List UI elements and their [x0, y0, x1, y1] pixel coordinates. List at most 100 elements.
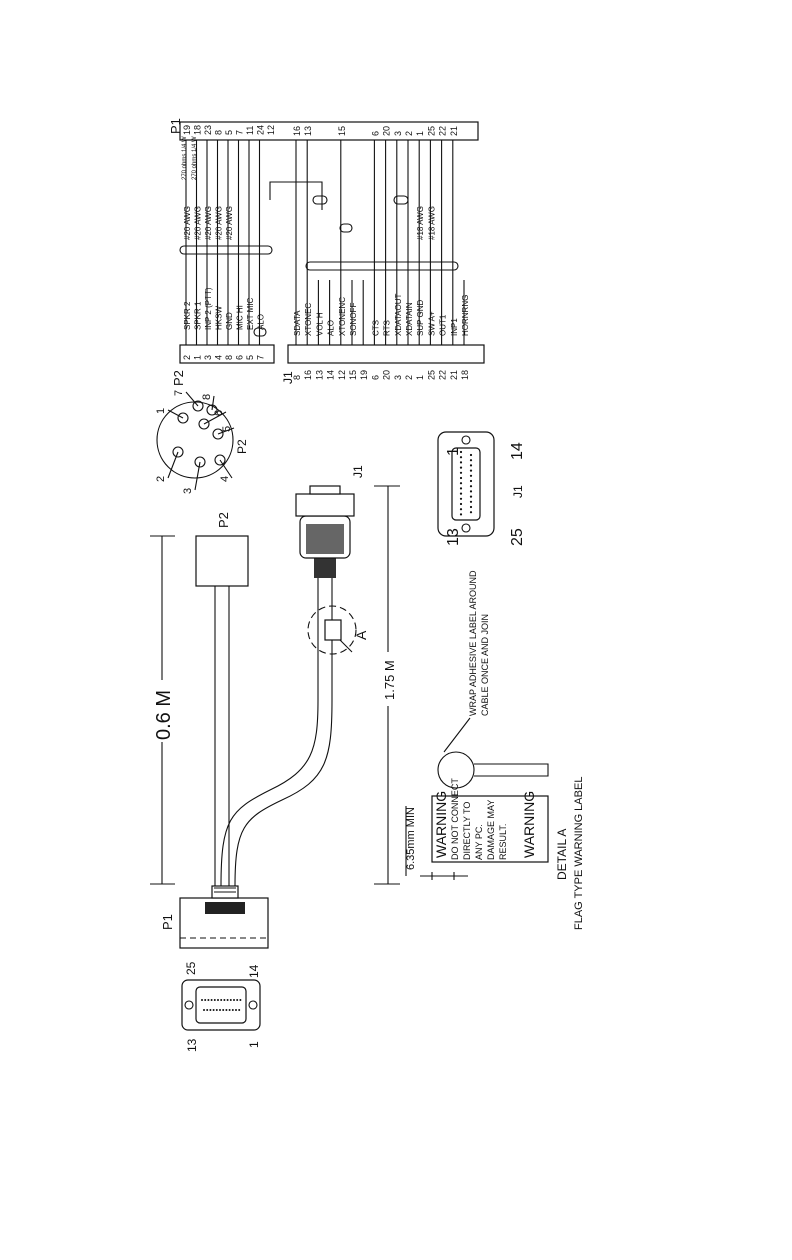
p1-face-view: 25 14 13 1 — [181, 961, 261, 1052]
j1-row-pin: 13 — [314, 370, 324, 380]
pin-dot — [229, 999, 232, 1001]
j1-row-pin: 22 — [438, 370, 448, 380]
j1-pin-1: 1 — [445, 447, 462, 456]
din-pin — [212, 428, 224, 440]
label-min-dim: 6.35mm MIN — [405, 807, 417, 870]
detail-marker: A — [353, 630, 369, 640]
length-long: 1.75 M — [382, 660, 397, 700]
pin-dot — [203, 1009, 205, 1011]
pin-dot — [459, 497, 463, 500]
pin-dot — [469, 500, 473, 503]
p2-connector: P2 — [195, 512, 249, 587]
pin-dot — [231, 1009, 234, 1011]
p1-schematic-title: P1 — [168, 118, 183, 134]
warning-line: DAMAGE MAY — [486, 800, 496, 860]
pin-dot — [469, 479, 473, 483]
pin-dot — [459, 461, 463, 464]
j1-row-p1pin: 20 — [382, 126, 392, 136]
warning-line: RESULT. — [498, 824, 508, 860]
j1-row-signal: CTS — [371, 320, 380, 336]
j1-row-signal: XDATAIN — [405, 302, 414, 336]
p2-row-wire: #20 AWG — [183, 206, 192, 240]
j1-row-pin: 3 — [393, 375, 403, 380]
j1-row-pin: 6 — [370, 375, 380, 380]
din-leader — [167, 451, 179, 479]
p2-pin-5: 5 — [221, 426, 233, 432]
p2-row-p1pin: 5 — [224, 130, 234, 135]
j1-row-pin: 18 — [460, 370, 470, 380]
din-leader — [185, 391, 199, 407]
j1-row-pin: 25 — [426, 370, 436, 380]
p2-pin-7: 7 — [173, 390, 185, 396]
pin-dot — [206, 1009, 209, 1011]
j1-row-signal: OUT1 — [439, 314, 448, 336]
p1-pin-25: 25 — [184, 961, 198, 975]
p2-row-p1pin: 7 — [235, 130, 245, 135]
j1-face-label: J1 — [511, 485, 525, 498]
dimension-1-75m: 1.75 M — [374, 485, 400, 885]
p2-row-p1pin: 24 — [256, 125, 266, 135]
din-leader — [217, 427, 235, 435]
din-leader — [203, 411, 227, 425]
din-leader — [194, 461, 201, 491]
j1-row-pin: 8 — [292, 375, 302, 380]
pin-dot — [459, 450, 463, 454]
j1-row-wire: #18 AWG — [427, 206, 436, 240]
pin-dot — [219, 1009, 221, 1011]
p2-row-pin: 3 — [203, 355, 213, 360]
p2-row-signal: MIC HI — [236, 305, 245, 330]
p2-row-wire: #20 AWG — [225, 206, 234, 240]
p1-pin-13: 13 — [185, 1038, 199, 1052]
p2-row-pin: 7 — [256, 355, 266, 360]
j1-body-label: J1 — [351, 465, 365, 478]
p2-body-label: P2 — [216, 512, 231, 528]
p2-row-p1pin: 18 — [193, 125, 203, 135]
detail-caption: DETAIL A — [555, 829, 569, 880]
p2-terminal-block — [179, 344, 275, 364]
pin-dot — [228, 1009, 231, 1011]
j1-row-p1pin: 25 — [426, 126, 436, 136]
j1-row-signal: INP1 — [450, 318, 459, 336]
j1-terminal-block — [287, 344, 485, 364]
pin-dot — [459, 487, 463, 490]
din-pin — [192, 400, 204, 412]
pin-dot — [469, 469, 473, 472]
j1-row-pin: 1 — [415, 375, 425, 380]
j1-row-signal: VOL H — [315, 312, 324, 336]
j1-row-p1pin: 3 — [393, 131, 403, 136]
pin-dot — [213, 999, 216, 1001]
p2-pin-1: 1 — [155, 408, 167, 414]
wrap-note-2: CABLE ONCE AND JOIN — [480, 614, 490, 716]
pin-dot — [469, 485, 473, 488]
p1-pin-14: 14 — [247, 964, 261, 978]
j1-row-pin: 12 — [337, 370, 347, 380]
pin-dot — [459, 492, 463, 495]
cable-long-branch — [220, 578, 333, 887]
j1-row-p1pin: 6 — [370, 131, 380, 136]
warning-line: DIRECTLY TO — [462, 802, 472, 860]
j1-row-signal: SW A+ — [427, 311, 436, 336]
p2-pin-6: 6 — [213, 410, 225, 416]
j1-row-signal: SONOFF — [349, 303, 358, 336]
pin-dot — [469, 464, 473, 467]
j1-row-p1pin: 13 — [303, 126, 313, 136]
pin-dot — [239, 999, 242, 1001]
resistor-note: 270 ohms 1/4 W — [182, 136, 188, 180]
din-pin — [206, 404, 218, 416]
j1-row-pin: 20 — [382, 370, 392, 380]
length-short: 0.6 M — [153, 690, 175, 740]
pin-dot — [459, 482, 463, 485]
pin-dot — [212, 1009, 215, 1011]
p2-row-signal: ALO — [257, 314, 266, 330]
j1-row-pin: 14 — [326, 370, 336, 380]
detail-caption-sub: FLAG TYPE WARNING LABEL — [573, 777, 585, 930]
pin-dot — [459, 471, 463, 474]
p2-row-p1pin: 8 — [214, 130, 224, 135]
j1-row-signal: SDATA — [293, 310, 302, 336]
j1-row-signal: XTONEC — [304, 303, 313, 336]
p2-pin-8: 8 — [201, 394, 213, 400]
din-leader — [219, 459, 233, 479]
j1-row-signal: ALO — [327, 320, 336, 336]
j1-row-signal: HORNRNG — [461, 295, 470, 336]
